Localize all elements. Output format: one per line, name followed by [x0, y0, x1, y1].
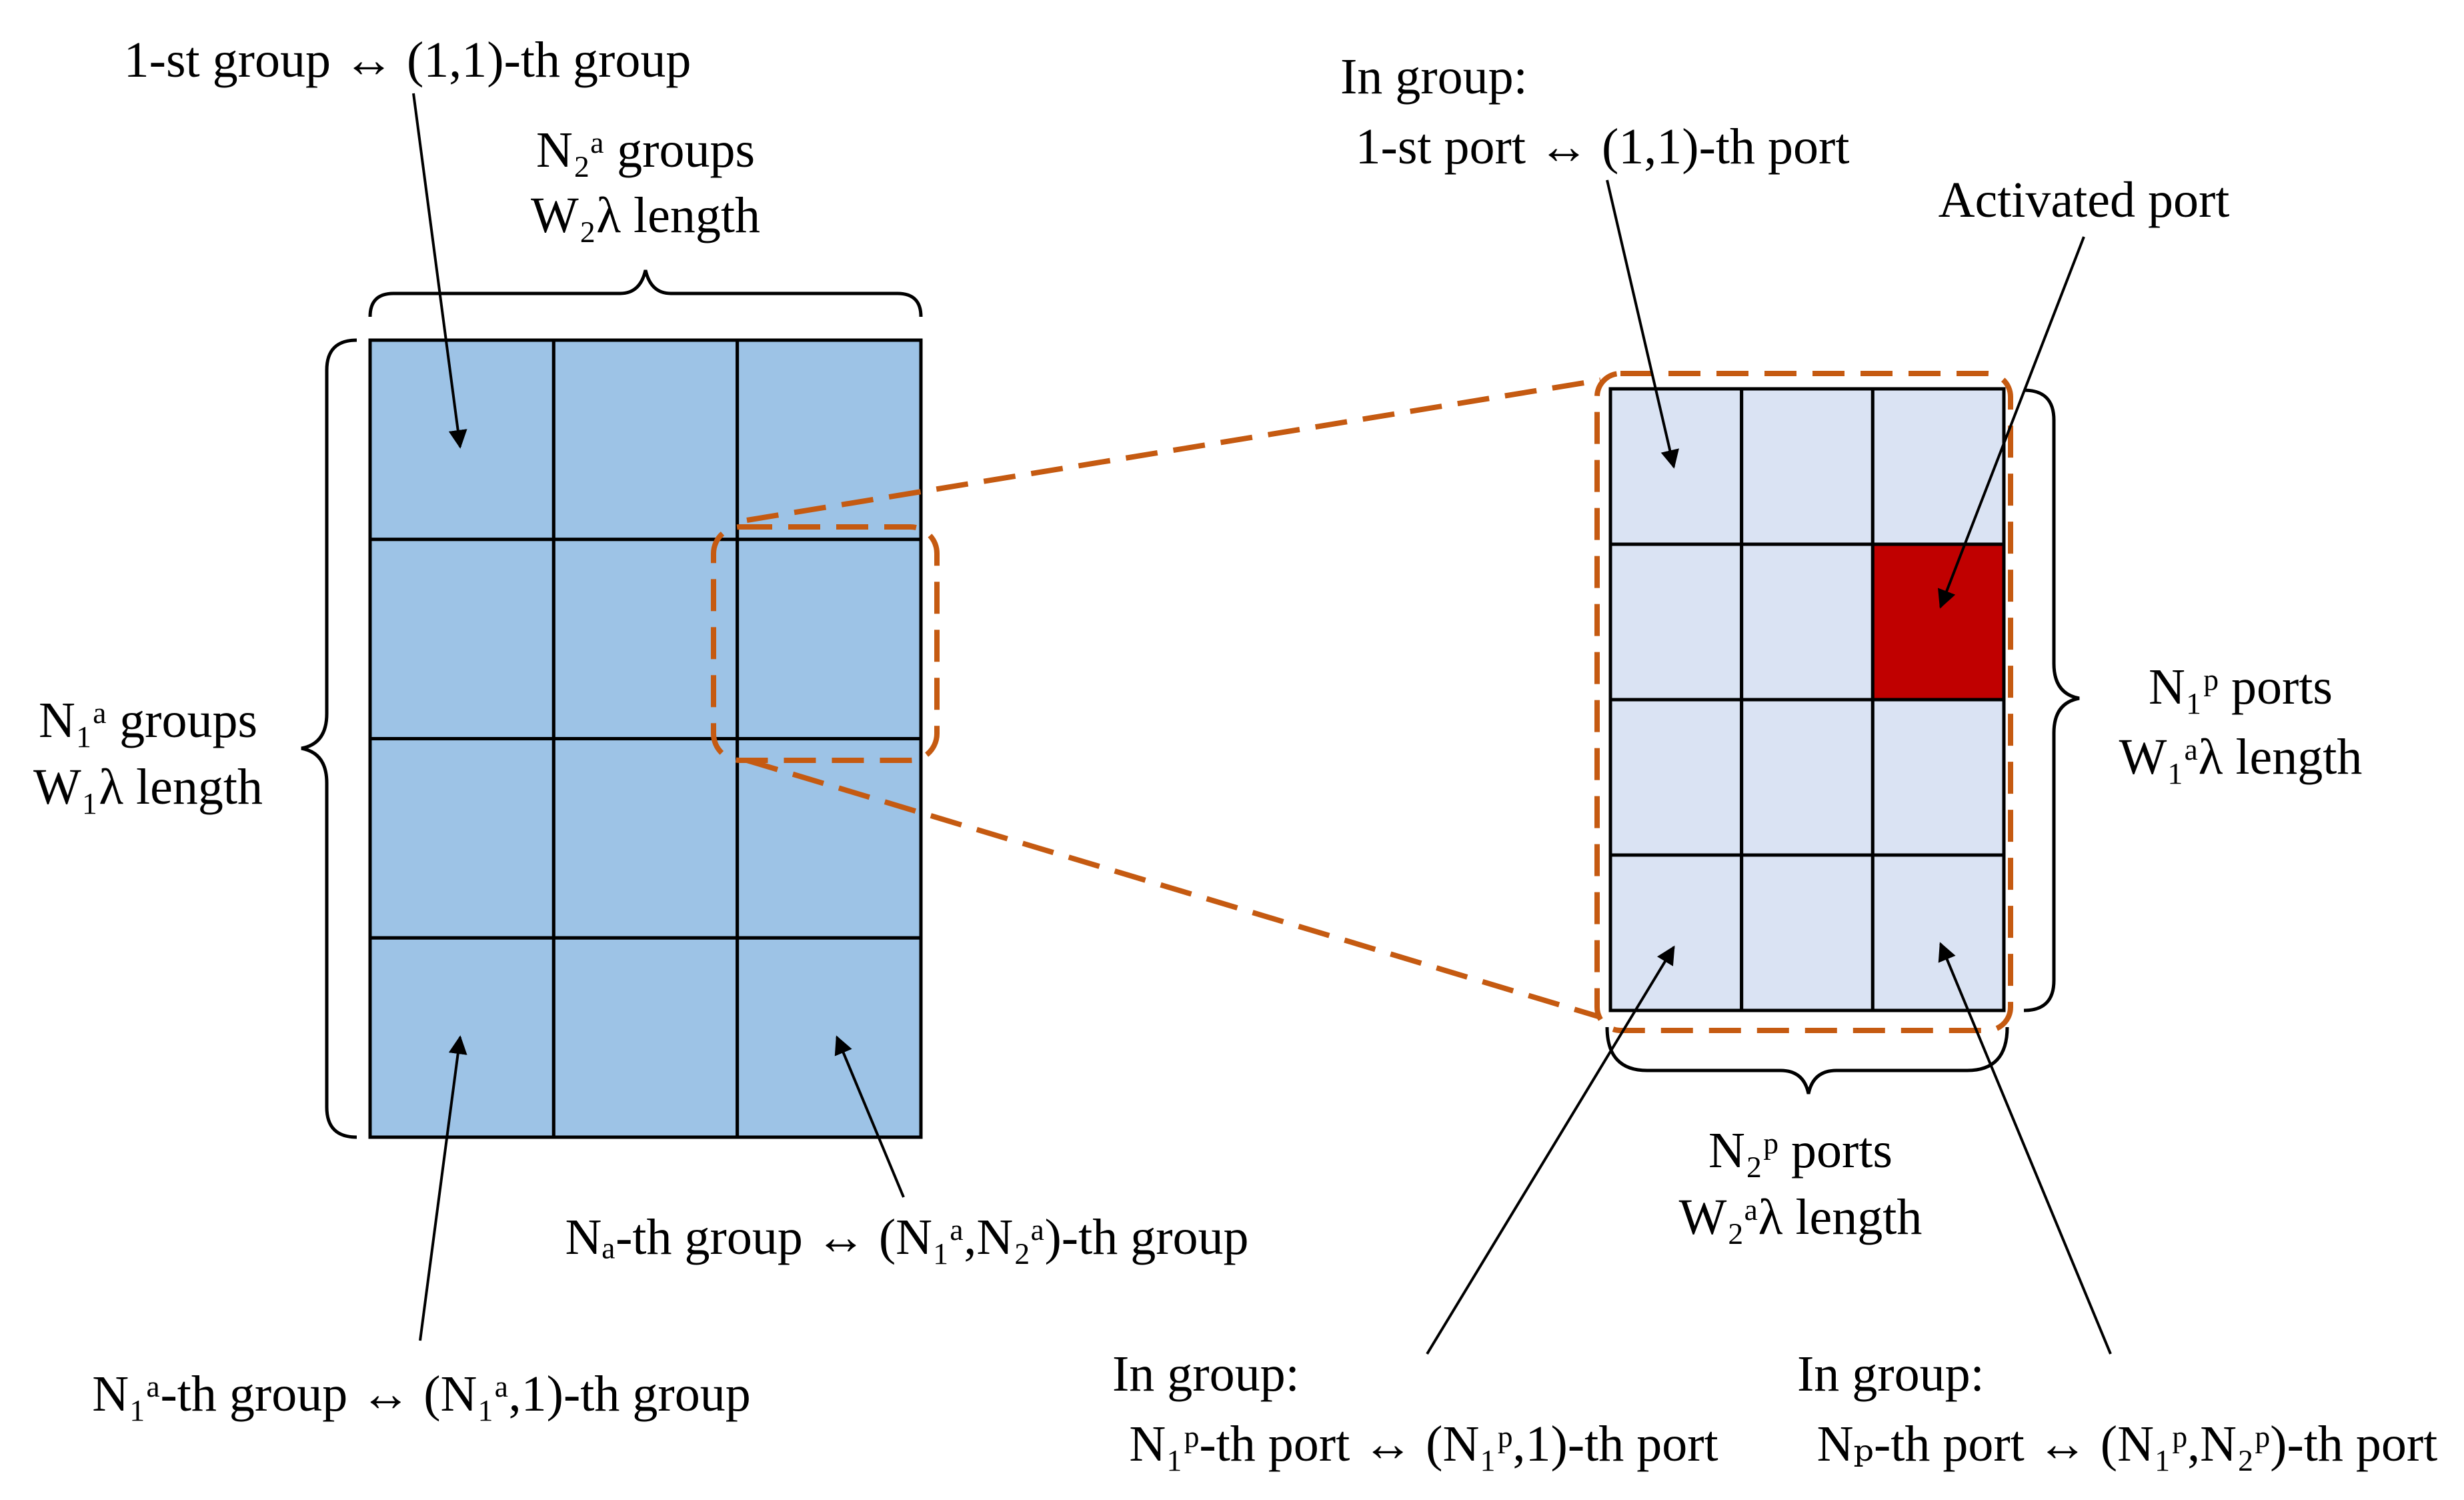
- port-cell: [1740, 542, 1875, 702]
- port-cell: [1871, 853, 2006, 1012]
- top-brace: [368, 269, 923, 317]
- port-cell: [1608, 387, 1744, 546]
- groups-left-count-label: N₁ᵃ groups: [39, 692, 257, 748]
- group-cell: [368, 338, 555, 542]
- first-port-label: 1-st port ↔ (1,1)-th port: [1356, 119, 1850, 175]
- port-cell: [1871, 698, 2006, 857]
- left-brace: [301, 338, 357, 1139]
- in-group-top-heading: In group:: [1340, 49, 1528, 105]
- in-group-bottom-left-heading: In group:: [1112, 1346, 1300, 1402]
- groups-left-length-label: W₁λ length: [33, 759, 263, 815]
- group-cell: [736, 737, 923, 940]
- np-port-label: Nₚ-th port ↔ (N₁ᵖ,N₂ᵖ)-th port: [1817, 1416, 2438, 1472]
- group-cell: [736, 936, 923, 1139]
- port-cell: [1608, 698, 1744, 857]
- group-cell: [736, 338, 923, 542]
- arrow-first-port: [1606, 179, 1679, 469]
- port-cell: [1740, 387, 1875, 546]
- groups-top-length-label: W₂λ length: [531, 187, 760, 243]
- arrow-activated-port: [1938, 236, 2085, 609]
- ports-bottom-length-label: W₂ᵃλ length: [1679, 1189, 1923, 1245]
- zoom-connector-top: [746, 378, 1601, 523]
- n1a-group-label: N₁ᵃ-th group ↔ (N₁ᵃ,1)-th group: [92, 1366, 750, 1422]
- ports-right-count-label: N₁ᵖ ports: [2149, 659, 2333, 715]
- port-grid: [1608, 387, 2006, 1012]
- right-brace: [2023, 388, 2080, 1012]
- bottom-brace: [1605, 1026, 2009, 1094]
- arrow-n1a-group: [419, 1035, 467, 1341]
- group-cell: [368, 737, 555, 940]
- group-cell: [551, 338, 740, 542]
- activated-port-cell: [1871, 542, 2006, 702]
- zoom-target-outline: [1594, 371, 2013, 1033]
- groups-top-count-label: N₂ᵃ groups: [536, 122, 755, 178]
- arrow-na-group: [834, 1035, 905, 1198]
- group-grid: [368, 338, 923, 1139]
- activated-port-label: Activated port: [1939, 172, 2230, 228]
- in-group-bottom-right-heading: In group:: [1797, 1346, 1985, 1402]
- group-cell: [551, 538, 740, 740]
- ports-bottom-count-label: N₂ᵖ ports: [1708, 1122, 1893, 1179]
- ports-right-length-label: W₁ᵃλ length: [2119, 729, 2363, 785]
- arrow-np-port: [1938, 942, 2112, 1355]
- port-cell: [1608, 542, 1744, 702]
- first-group-label: 1-st group ↔ (1,1)-th group: [124, 32, 692, 88]
- na-group-label: Nₐ-th group ↔ (N₁ᵃ,N₂ᵃ)-th group: [565, 1209, 1248, 1265]
- arrow-first-group: [412, 93, 467, 449]
- port-cell: [1871, 387, 2006, 546]
- port-cell: [1608, 853, 1744, 1012]
- group-cell: [551, 737, 740, 940]
- zoom-connector-bottom: [746, 758, 1602, 1020]
- group-cell: [551, 936, 740, 1139]
- group-cell: [368, 936, 555, 1139]
- port-cell: [1740, 698, 1875, 857]
- group-cell: [736, 538, 923, 740]
- arrow-n1p-port: [1426, 945, 1675, 1355]
- zoom-source-outline: [711, 524, 940, 763]
- group-cell: [368, 538, 555, 740]
- port-cell: [1740, 853, 1875, 1012]
- n1p-port-label: N₁ᵖ-th port ↔ (N₁ᵖ,1)-th port: [1129, 1416, 1718, 1472]
